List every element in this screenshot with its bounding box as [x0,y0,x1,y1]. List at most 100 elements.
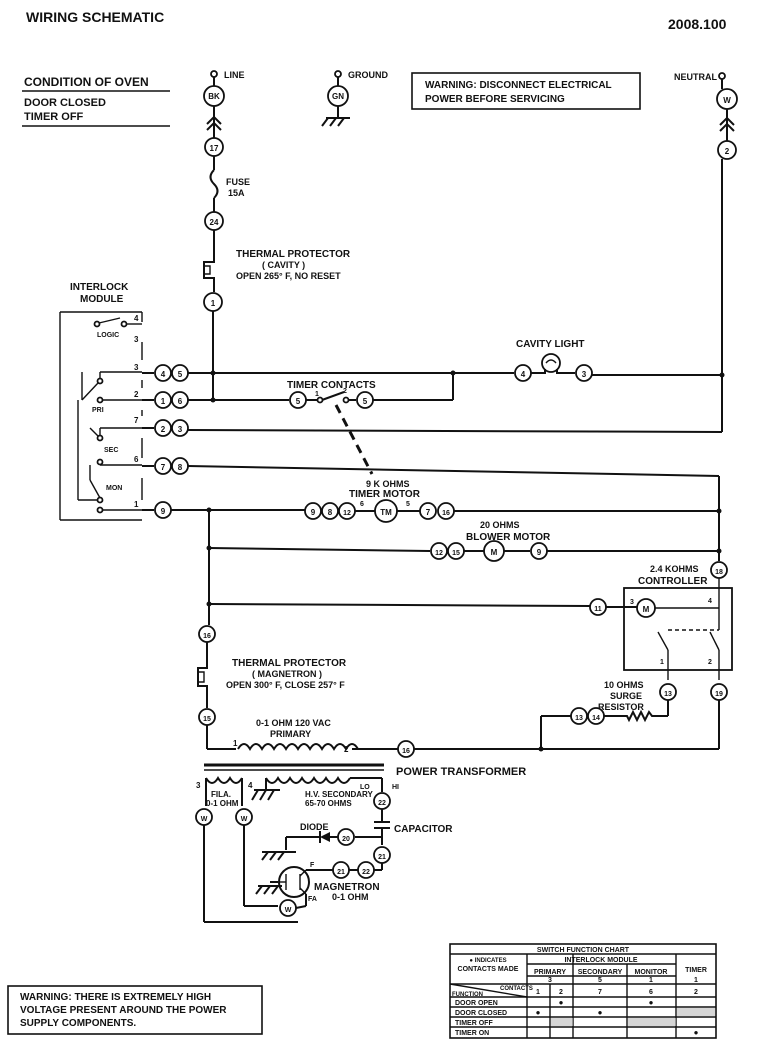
condition-heading: CONDITION OF OVEN [24,75,149,89]
mon-label: MON [106,485,122,492]
condition-line-2: TIMER OFF [24,111,84,123]
capacitor-icon [374,821,390,829]
svg-text:INTERLOCK MODULE: INTERLOCK MODULE [564,957,637,964]
warning-top-line-2: POWER BEFORE SERVICING [425,94,565,105]
svg-text:LO: LO [360,784,370,791]
svg-text:M: M [491,548,498,557]
hv-label-1: H.V. SECONDARY [305,790,374,799]
svg-text:8: 8 [328,508,333,517]
timer-contacts-label: TIMER CONTACTS [287,380,376,391]
ground-label: GROUND [348,70,388,80]
transformer-primary-coil-icon [237,743,359,751]
surge-resistor-icon [620,709,668,723]
svg-text:4: 4 [708,598,712,605]
power-transformer-label: POWER TRANSFORMER [396,766,526,778]
svg-text:17: 17 [210,144,219,153]
svg-text:6: 6 [360,501,364,508]
line-connector-chevron-icon [206,115,222,131]
svg-text:2: 2 [559,989,563,996]
svg-text:W: W [201,816,208,823]
svg-text:7: 7 [426,508,431,517]
svg-text:18: 18 [715,569,723,576]
svg-text:3: 3 [196,781,201,790]
interlock-label-2: MODULE [80,294,124,305]
chart-row-door-closed: DOOR CLOSED [455,1010,507,1017]
warning-disconnect-box: WARNING: DISCONNECT ELECTRICAL POWER BEF… [411,72,641,110]
cavity-light-label: CAVITY LIGHT [516,339,585,350]
warning-high-voltage-box: WARNING: THERE IS EXTREMELY HIGH VOLTAGE… [7,985,263,1035]
svg-text:9: 9 [537,548,542,557]
tp-mag-label-3: OPEN 300° F, CLOSE 257° F [226,680,345,690]
logic-label: LOGIC [97,332,119,339]
svg-text:1: 1 [211,299,216,308]
svg-text:GN: GN [332,92,344,101]
svg-text:5: 5 [363,397,368,406]
svg-text:5: 5 [598,977,602,984]
controller-ohms: 2.4 KOHMS [650,564,699,574]
diode-ground-icon [261,851,296,861]
svg-text:1: 1 [694,977,698,984]
chart-row-timer-off: TIMER OFF [455,1020,493,1027]
svg-text:6: 6 [134,455,139,464]
chart-title: SWITCH FUNCTION CHART [537,947,630,954]
surge-ohms: 10 OHMS [604,680,644,690]
chart-mark: ● [598,1008,603,1017]
svg-text:2: 2 [343,388,347,395]
svg-text:16: 16 [203,633,211,640]
chart-mark: ● [694,1028,699,1037]
svg-text:7: 7 [161,463,166,472]
svg-text:3: 3 [548,977,552,984]
warning-bottom-line-3: SUPPLY COMPONENTS. [20,1018,136,1029]
sec-label: SEC [104,447,118,454]
timer-motor-label: TIMER MOTOR [349,489,421,500]
warning-bottom-line-1: WARNING: THERE IS EXTREMELY HIGH [20,992,211,1003]
svg-text:FA: FA [308,896,317,903]
svg-text:4: 4 [134,314,139,323]
svg-text:3: 3 [630,599,634,606]
capacitor-label: CAPACITOR [394,824,453,835]
chart-mark: ● [536,1008,541,1017]
svg-text:BK: BK [208,92,220,101]
page-title: WIRING SCHEMATIC [26,9,164,25]
hv-secondary-coil-icon [265,776,351,784]
svg-text:6: 6 [178,397,183,406]
warning-bottom-line-2: VOLTAGE PRESENT AROUND THE POWER [20,1005,227,1016]
svg-text:M: M [643,605,650,614]
svg-text:22: 22 [362,869,370,876]
controller-box: M 4 3 1 2 [623,578,733,680]
svg-text:W: W [285,907,292,914]
svg-text:1: 1 [660,659,664,666]
ground-terminal-dot [334,70,342,78]
svg-text:3: 3 [178,425,183,434]
terminal-2-neutral [717,140,737,160]
svg-text:5: 5 [178,370,183,379]
svg-text:PRIMARY: PRIMARY [534,969,566,976]
svg-text:11: 11 [594,606,602,613]
tp-mag-label-2: ( MAGNETRON ) [252,669,322,679]
svg-text:5: 5 [406,501,410,508]
tp-mag-label-1: THERMAL PROTECTOR [232,658,347,669]
svg-text:W: W [241,816,248,823]
svg-text:2: 2 [694,989,698,996]
svg-text:3: 3 [134,335,139,344]
svg-text:9: 9 [161,507,166,516]
svg-text:1: 1 [649,977,653,984]
interlock-label-1: INTERLOCK [70,282,129,293]
diode-icon [319,831,330,843]
hv-ground-icon [251,789,280,801]
svg-text:2: 2 [725,147,730,156]
svg-text:6: 6 [649,989,653,996]
fuse-label: FUSE [226,177,250,187]
svg-text:12: 12 [343,510,351,517]
switch-function-chart: SWITCH FUNCTION CHART ● INDICATES CONTAC… [449,943,717,1039]
svg-text:F: F [310,862,315,869]
timer-motor-ohms: 9 K OHMS [366,479,410,489]
filament-winding-coil-icon [205,776,243,784]
primary-label-2: PRIMARY [270,729,311,739]
blower-ohms: 20 OHMS [480,520,520,530]
line-label: LINE [224,70,245,80]
tp-cavity-label-3: OPEN 265° F, NO RESET [236,271,341,281]
svg-text:21: 21 [378,854,386,861]
svg-text:1: 1 [161,397,166,406]
timer-mechanical-link [334,404,374,475]
